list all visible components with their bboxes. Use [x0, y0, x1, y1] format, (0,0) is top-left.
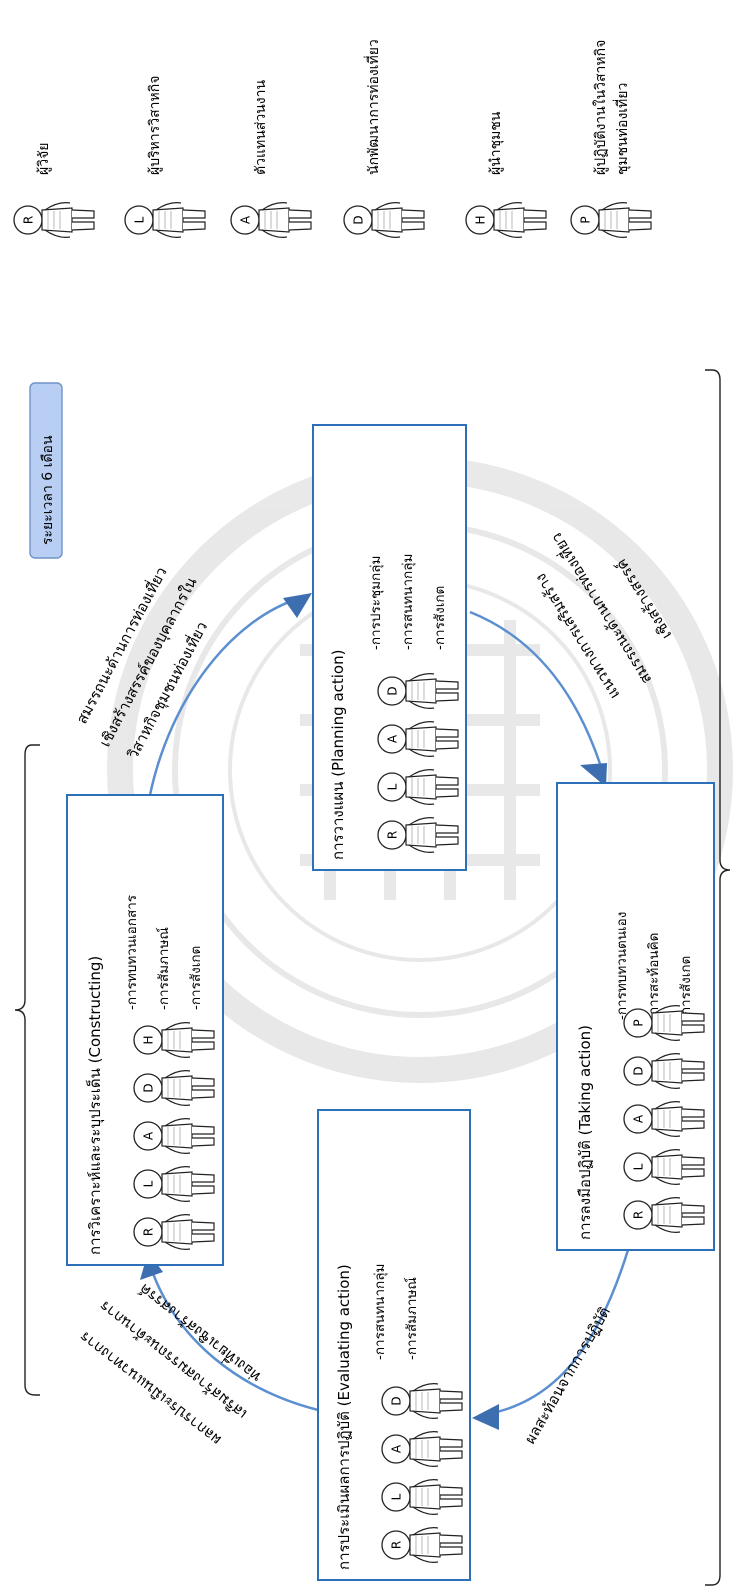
person-icon: A [381, 1431, 463, 1467]
arc-label-bottom-1: ผลสะท้อนจากการปฏิบัติ [521, 1304, 614, 1447]
legend-person-icon: P [570, 202, 652, 238]
person-letter: P [579, 216, 593, 223]
person-icon: R [623, 1197, 705, 1233]
method-planning-3: -การสังเกต [432, 586, 448, 650]
cycle-arrowheads [140, 593, 607, 1430]
person-letter: R [632, 1211, 646, 1219]
method-taking-1: -การทบทวนตนเอง [614, 912, 630, 1020]
person-letter: L [133, 216, 147, 223]
legend-person-icon: A [230, 202, 312, 238]
legend-label: ผู้ปฏิบัติงานในวิสาหกิจ [592, 40, 609, 175]
participants-constructing: R L A D H [133, 1022, 215, 1250]
person-letter: D [632, 1066, 646, 1075]
person-letter: L [632, 1163, 646, 1170]
stage-title-planning: การวางแผน (Planning action) [329, 650, 347, 860]
person-letter: R [390, 1541, 404, 1549]
person-letter: A [142, 1131, 156, 1140]
stage-title-evaluating: การประเมินผลการปฏิบัติ (Evaluating actio… [335, 1264, 353, 1570]
person-letter: R [386, 831, 400, 839]
legend-label: ผู้บริหารวิสาหกิจ [147, 76, 163, 175]
method-taking-3: -การสังเกต [678, 956, 694, 1020]
arc-label-right: แนวทางการเสริมสร้าง สมรรถนะด้านการท่องเท… [531, 529, 675, 702]
legend-label: ผู้นำชุมชน [488, 111, 504, 175]
participant-legend: R ผู้วิจัย L ผู้บริหารวิสาหกิจ A ตัวแทนส่วนงา… [13, 39, 652, 238]
person-icon: A [133, 1118, 215, 1154]
person-letter: A [386, 734, 400, 743]
arrow-into-evaluating [472, 1404, 499, 1430]
arc-planning-to-taking [469, 610, 605, 774]
arc-evaluating-to-constructing [148, 1264, 319, 1412]
legend-label: ผู้วิจัย [36, 143, 52, 175]
duration-label: ระยะเวลา 6 เดือน [40, 435, 56, 545]
person-icon: L [381, 1479, 463, 1515]
person-letter: D [352, 215, 366, 224]
person-letter: P [632, 1019, 646, 1026]
arrow-into-taking [580, 763, 607, 787]
person-letter: D [142, 1083, 156, 1092]
person-letter: R [142, 1228, 156, 1236]
arc-label-top: สมรรถนะด้านการท่องเที่ยว เชิงสร้างสรรค์ข… [71, 563, 212, 763]
person-icon: D [623, 1053, 705, 1089]
method-planning-2: -การสนทนากลุ่ม [400, 554, 416, 650]
legend-person-icon: H [465, 202, 547, 238]
participants-planning: R L A D [377, 673, 459, 853]
method-taking-2: -การสะท้อนคิด [646, 933, 662, 1020]
person-letter: A [239, 215, 253, 224]
person-letter: L [390, 1493, 404, 1500]
legend-label: ชุมชนท่องเที่ยว [613, 83, 631, 175]
method-evaluating-1: -การสนทนากลุ่ม [372, 1264, 388, 1360]
method-planning-1: -การประชุมกลุ่ม [368, 556, 384, 650]
person-letter: A [632, 1114, 646, 1123]
arc-taking-to-evaluating [487, 1249, 630, 1416]
person-letter: H [474, 215, 488, 224]
right-bracket [705, 369, 731, 1586]
person-letter: L [386, 783, 400, 790]
method-constructing-2: -การสัมภาษณ์ [155, 927, 172, 1010]
person-letter: L [142, 1180, 156, 1187]
arrow-into-planning [283, 593, 312, 618]
legend-label: ตัวแทนส่วนงาน [253, 80, 269, 175]
legend-person-icon: R [13, 202, 95, 238]
person-icon: A [623, 1101, 705, 1137]
person-letter: A [390, 1444, 404, 1453]
arc-label-bottom: ผลสะท้อนจากการปฏิบัติ [521, 1304, 614, 1447]
legend-label: นักพัฒนาการท่องเที่ยว [364, 39, 382, 175]
person-icon: R [377, 817, 459, 853]
person-icon: L [623, 1149, 705, 1185]
person-icon: A [377, 721, 459, 757]
arc-label-left: ผลการประเมินแนวทางการ เสริมสร้างสมรรถนะด… [76, 1280, 264, 1449]
method-constructing-3: -การสังเกต [188, 946, 204, 1010]
method-constructing-1: -การทบทวนเอกสาร [124, 895, 140, 1010]
arc-constructing-to-planning [148, 596, 301, 796]
participants-evaluating: R L A D [381, 1383, 463, 1563]
person-icon: D [133, 1070, 215, 1106]
person-letter: D [390, 1396, 404, 1405]
person-letter: H [142, 1035, 156, 1044]
stage-title-constructing: การวิเคราะห์และระบุประเด็น (Constructing… [85, 956, 105, 1255]
person-letter: D [386, 686, 400, 695]
method-evaluating-2: -การสัมภาษณ์ [403, 1277, 420, 1360]
person-icon: H [133, 1022, 215, 1058]
person-icon: D [377, 673, 459, 709]
duration-badge: ระยะเวลา 6 เดือน [29, 382, 63, 559]
left-bracket [14, 744, 40, 1396]
person-icon: L [133, 1166, 215, 1202]
legend-person-icon: L [124, 202, 206, 238]
person-letter: R [22, 216, 36, 224]
participants-taking: R L A D P [623, 1005, 705, 1233]
legend-person-icon: D [343, 202, 425, 238]
person-icon: R [381, 1527, 463, 1563]
person-icon: D [381, 1383, 463, 1419]
stage-title-taking: การลงมือปฏิบัติ (Taking action) [576, 1025, 594, 1240]
person-icon: L [377, 769, 459, 805]
person-icon: P [623, 1005, 705, 1041]
cycle-arcs [148, 596, 630, 1416]
person-icon: R [133, 1214, 215, 1250]
